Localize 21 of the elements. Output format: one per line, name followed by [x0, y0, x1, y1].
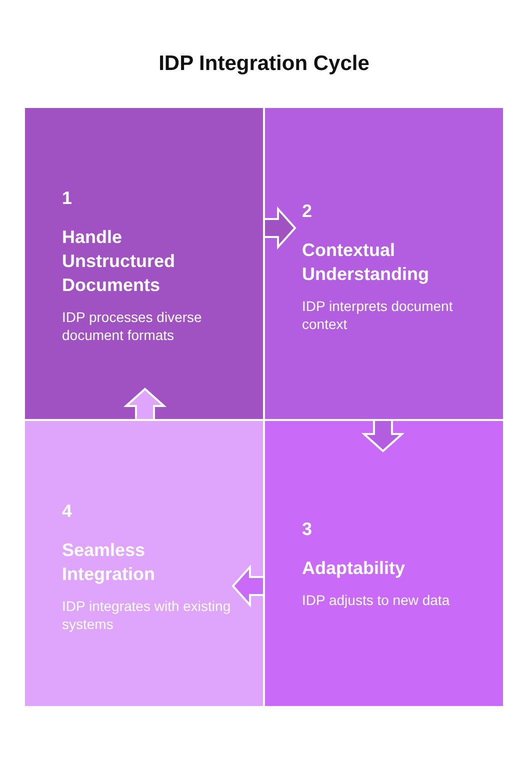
step-panel	[265, 108, 503, 419]
step-description: IDP processes diverse document formats	[62, 308, 203, 344]
block-arrow	[232, 564, 265, 608]
step-number: 1	[62, 188, 72, 209]
step-title: Adaptability	[302, 557, 406, 580]
step-description: IDP interprets document context	[302, 297, 454, 333]
diagram-title: IDP Integration Cycle	[158, 52, 370, 76]
step-title: Seamless Integration	[62, 539, 156, 586]
step-title: Contextual Understanding	[302, 239, 430, 286]
step-number: 2	[302, 201, 312, 222]
step-title: Handle Unstructured Documents	[62, 226, 176, 297]
block-arrow	[263, 206, 296, 250]
step-description: IDP integrates with existing systems	[62, 597, 232, 633]
step-panel	[265, 421, 503, 706]
step-number: 3	[302, 519, 312, 540]
block-arrow	[361, 419, 405, 452]
step-description: IDP adjusts to new data	[302, 591, 451, 609]
step-panel	[25, 421, 263, 706]
step-number: 4	[62, 501, 72, 522]
block-arrow	[123, 388, 167, 421]
step-panel	[25, 108, 263, 419]
